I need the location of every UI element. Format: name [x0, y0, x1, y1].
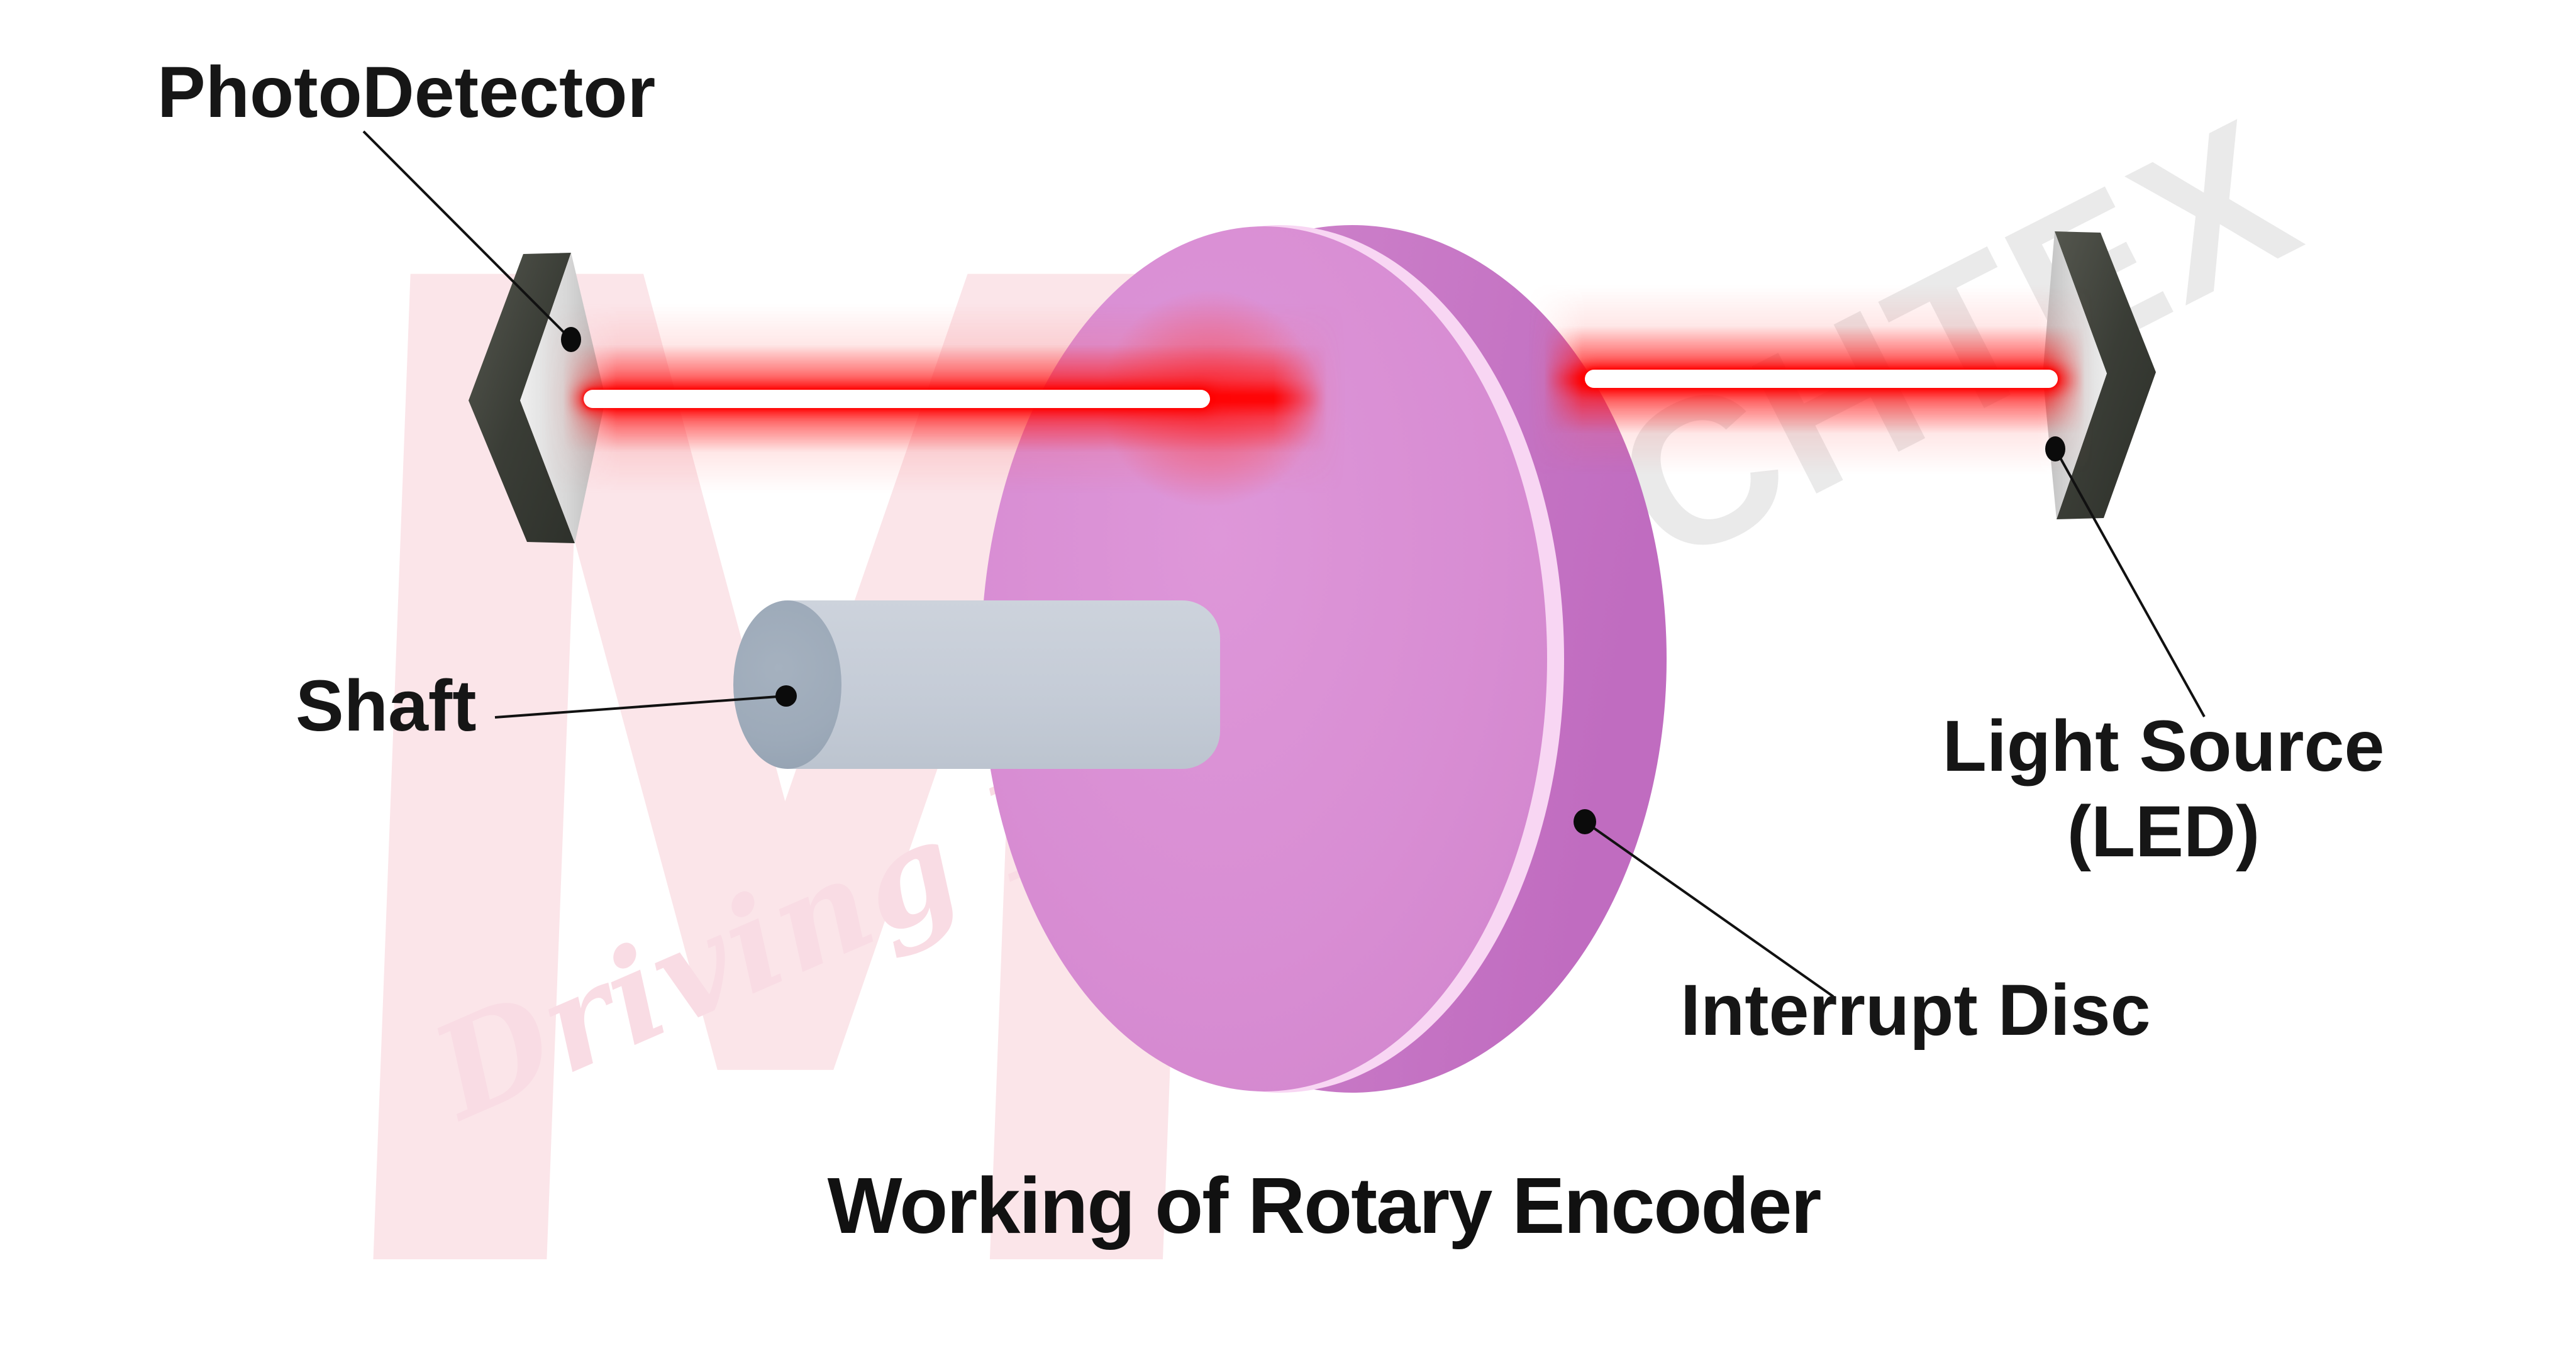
light-source-label: Light Source (LED) — [1924, 704, 2402, 875]
diagram-title: Working of Rotary Encoder — [827, 1161, 1822, 1250]
shaft-anchor-dot — [775, 685, 797, 707]
led-anchor-dot — [2045, 436, 2065, 461]
photodetector-side-dark — [469, 253, 575, 543]
photodetector-anchor-dot — [561, 327, 581, 352]
shaft-body — [787, 600, 1220, 769]
light-source-label-line1: Light Source — [1942, 706, 2385, 787]
led-leader-line — [2054, 448, 2206, 717]
interrupt-disc-anchor-dot — [1574, 809, 1596, 834]
light-source-label-line2: (LED) — [2067, 791, 2260, 872]
interrupt-disc-leader-line — [1584, 820, 1835, 998]
shaft-end-cap — [733, 600, 841, 769]
laser-beam-right-core — [1585, 370, 2058, 388]
led-side-dark — [2055, 231, 2156, 519]
laser-beam-left-core — [584, 390, 1210, 408]
photodetector-leader-line — [362, 130, 572, 341]
photodetector-label: PhotoDetector — [157, 52, 656, 133]
shaft-label: Shaft — [296, 666, 477, 746]
shaft-leader-line — [494, 695, 787, 719]
interrupt-disc-label: Interrupt Disc — [1680, 970, 2151, 1051]
